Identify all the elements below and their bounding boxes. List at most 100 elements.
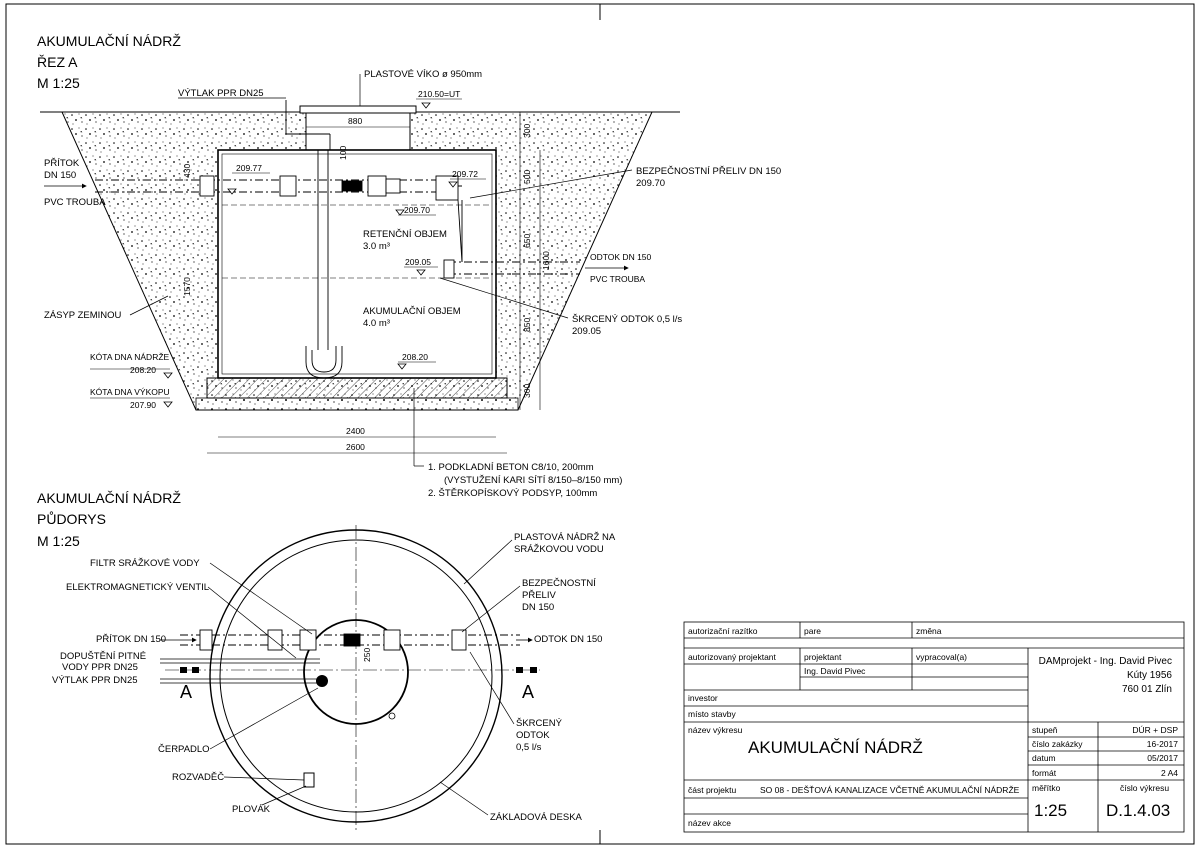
- throttle-outlet: [388, 712, 396, 720]
- dim-430: 430: [182, 164, 192, 178]
- leader-valve: [207, 586, 297, 659]
- label-plan-overflow-3: DN 150: [522, 602, 554, 613]
- tb-date: 05/2017: [1147, 753, 1178, 763]
- tb-site: místo stavby: [688, 709, 736, 719]
- label-plan-discharge: VÝTLAK PPR DN25: [52, 675, 138, 686]
- title-block: [683, 621, 1185, 833]
- dim-500: 500: [522, 170, 532, 184]
- label-tank-1: PLASTOVÁ NÁDRŽ NA: [514, 532, 616, 543]
- label-slab: ZÁKLADOVÁ DESKA: [490, 812, 583, 823]
- tb-action-label: název akce: [688, 818, 731, 828]
- leader-slab: [439, 781, 489, 816]
- label-inflow-1: PŘÍTOK: [44, 158, 80, 169]
- dim-level-mid: 209.70: [404, 205, 430, 215]
- dim-300-a: 300: [522, 124, 532, 138]
- outflow-pipe: [443, 259, 580, 279]
- leader-tank: [463, 539, 513, 585]
- label-plan-overflow-2: PŘELIV: [522, 590, 556, 601]
- lid-shaft: [305, 111, 411, 151]
- inflow-pipe: [95, 175, 440, 197]
- label-level-top: 210.50=UT: [418, 89, 460, 99]
- title-block-text: autorizační razítko pare změna autorizov…: [688, 626, 1178, 828]
- tb-order-label: číslo zakázky: [1032, 739, 1083, 749]
- dim-1600: 1600: [541, 251, 551, 270]
- label-plan-outflow: ODTOK DN 150: [534, 634, 602, 645]
- tb-prepared: vypracoval(a): [916, 652, 967, 662]
- dim-100: 100: [338, 146, 348, 160]
- note-2: 2. ŠTĚRKOPÍSKOVÝ PODSYP, 100mm: [428, 488, 597, 499]
- tb-stage-label: stupeň: [1032, 725, 1058, 735]
- label-plan-throttle-2: ODTOK: [516, 730, 550, 741]
- tb-company-3: 760 01 Zlín: [1122, 684, 1172, 695]
- tb-project-part-label: část projektu: [688, 785, 736, 795]
- tb-scale: 1:25: [1034, 801, 1067, 820]
- leader-switchboard: [223, 776, 305, 781]
- label-pvc-out: PVC TROUBA: [590, 274, 645, 284]
- label-inflow-2: DN 150: [44, 170, 76, 181]
- plan-title: AKUMULAČNÍ NÁDRŽ: [37, 490, 181, 506]
- label-potable-2: VODY PPR DN25: [62, 662, 138, 673]
- plan-title-block: AKUMULAČNÍ NÁDRŽ PŮDORYS M 1:25: [37, 490, 181, 549]
- label-throttle: ŠKRCENÝ ODTOK 0,5 l/s: [572, 314, 682, 325]
- section-title: AKUMULAČNÍ NÁDRŽ: [37, 33, 181, 49]
- plan-scale: M 1:25: [37, 533, 80, 549]
- tb-drawing-no: D.1.4.03: [1106, 801, 1170, 820]
- plan-discharge-lines: [160, 658, 322, 684]
- tb-drawing-name-label: název výkresu: [688, 725, 743, 735]
- label-outflow: ODTOK DN 150: [590, 252, 652, 262]
- dim-2400: 2400: [346, 426, 365, 436]
- dim-250: 250: [362, 648, 372, 662]
- label-pump: ČERPADLO: [158, 744, 210, 755]
- tb-scale-label: měřítko: [1032, 783, 1061, 793]
- dim-300-b: 300: [522, 384, 532, 398]
- tb-designer: projektant: [804, 652, 842, 662]
- tb-drawing-no-label: číslo výkresu: [1120, 783, 1169, 793]
- label-lid: PLASTOVÉ VÍKO ø 950mm: [364, 69, 482, 80]
- label-inflow: PŘÍTOK DN 150: [96, 634, 166, 645]
- gravel-bedding: [195, 397, 519, 411]
- leader-overflow: [469, 169, 633, 199]
- tb-investor: investor: [688, 693, 718, 703]
- concrete-base-slab: [206, 377, 508, 399]
- label-plan-throttle-3: 0,5 l/s: [516, 742, 542, 753]
- dim-level-ov: 209.72: [452, 169, 478, 179]
- section-title-block: AKUMULAČNÍ NÁDRŽ ŘEZ A M 1:25: [37, 33, 181, 91]
- label-retention-1: RETENČNÍ OBJEM: [363, 229, 447, 240]
- note-1b: (VYSTUŽENÍ KARI SÍTÍ 8/150–8/150 mm): [444, 475, 622, 486]
- dim-1570: 1570: [182, 277, 192, 296]
- label-valve: ELEKTROMAGNETICKÝ VENTIL: [66, 582, 209, 593]
- level-underlines: [90, 98, 486, 399]
- section-cut-marks: [180, 667, 537, 673]
- leader-filter: [209, 562, 313, 635]
- plan-subtitle: PŮDORYS: [37, 510, 106, 527]
- tb-designer-name: Ing. David Pivec: [804, 666, 866, 676]
- tb-order: 16-2017: [1147, 739, 1178, 749]
- switchboard-symbol: [303, 772, 315, 788]
- label-accumulation-1: AKUMULAČNÍ OBJEM: [363, 306, 461, 317]
- label-pvc-in: PVC TROUBA: [44, 197, 106, 208]
- level-markers: [163, 102, 458, 408]
- plan-inflow-pipe: [180, 629, 520, 651]
- label-bottom-tank-val: 208.20: [130, 365, 156, 375]
- label-overflow: BEZPEČNOSTNÍ PŘELIV DN 150: [636, 166, 781, 177]
- dim-850: 850: [522, 318, 532, 332]
- discharge-riser: [285, 100, 343, 379]
- label-throttle-level: 209.05: [572, 326, 601, 337]
- section-scale: M 1:25: [37, 75, 80, 91]
- note-1: 1. PODKLADNÍ BETON C8/10, 200mm: [428, 462, 594, 473]
- section-subtitle: ŘEZ A: [37, 54, 78, 70]
- label-accumulation-2: 4.0 m³: [363, 318, 390, 329]
- tb-auth-stamp: autorizační razítko: [688, 626, 758, 636]
- label-bottom-tank: KÓTA DNA NÁDRŽE: [90, 352, 170, 362]
- tb-auth-engineer: autorizovaný projektant: [688, 652, 777, 662]
- leader-plan-throttle: [469, 651, 515, 725]
- dim-650: 650: [522, 234, 532, 248]
- section-a-left: A: [180, 682, 192, 702]
- dim-level-in: 209.77: [236, 163, 262, 173]
- label-tank-2: SRÁŽKOVOU VODU: [514, 544, 604, 555]
- dim-level-out: 209.05: [405, 257, 431, 267]
- label-discharge: VÝTLAK PPR DN25: [178, 88, 264, 99]
- label-float: PLOVÁK: [232, 804, 271, 815]
- pump-symbol: [316, 675, 328, 687]
